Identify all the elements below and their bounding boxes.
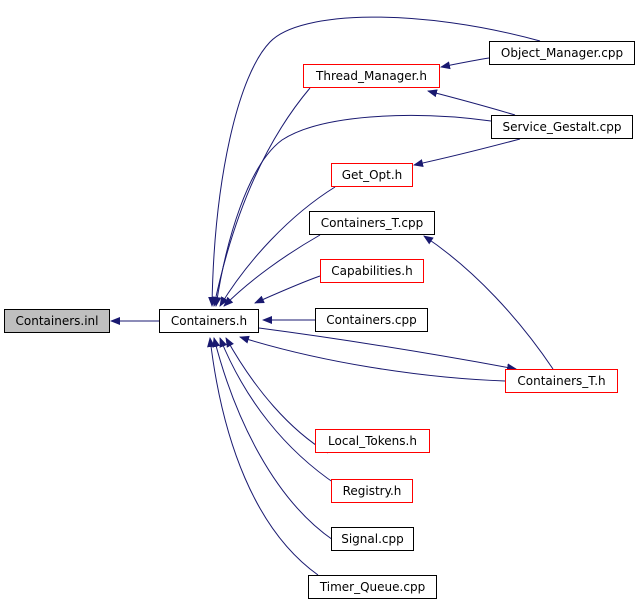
edge-containers-t-cpp-to-containers-h: [223, 234, 321, 307]
node-registry-h[interactable]: Registry.h: [331, 479, 413, 503]
edge-service-gestalt-cpp-to-containers-h: [213, 114, 492, 307]
edge-containers-t-h-to-containers-h: [239, 335, 506, 382]
edge-get-opt-h-to-containers-h: [219, 186, 336, 307]
node-capabilities-h[interactable]: Capabilities.h: [320, 259, 424, 283]
edge-timer-queue-cpp-to-containers-h: [207, 337, 319, 576]
edge-containers-h-to-containers-t-h: [258, 327, 517, 372]
edge-signal-cpp-to-containers-h: [212, 337, 334, 541]
edge-object-manager-cpp-to-thread-manager-h: [440, 57, 490, 70]
node-get-opt-h[interactable]: Get_Opt.h: [331, 163, 413, 187]
node-signal-cpp[interactable]: Signal.cpp: [331, 527, 414, 551]
edge-capabilities-h-to-containers-h: [254, 275, 321, 304]
edge-local-tokens-h-to-containers-h: [225, 337, 329, 454]
edge-service-gestalt-cpp-to-thread-manager-h: [427, 89, 516, 116]
edge-registry-h-to-containers-h: [219, 337, 338, 486]
node-containers-t-h[interactable]: Containers_T.h: [505, 369, 618, 393]
node-containers-cpp[interactable]: Containers.cpp: [315, 308, 428, 332]
edge-containers-t-h-to-containers-t-cpp: [423, 235, 554, 370]
node-containers-inl: Containers.inl: [4, 309, 110, 333]
node-thread-manager-h[interactable]: Thread_Manager.h: [303, 64, 440, 88]
node-service-gestalt-cpp[interactable]: Service_Gestalt.cpp: [491, 115, 633, 139]
node-local-tokens-h[interactable]: Local_Tokens.h: [315, 429, 430, 453]
node-object-manager-cpp[interactable]: Object_Manager.cpp: [489, 41, 635, 65]
edge-object-manager-cpp-to-containers-h: [208, 16, 541, 307]
node-timer-queue-cpp[interactable]: Timer_Queue.cpp: [308, 575, 437, 599]
node-containers-h[interactable]: Containers.h: [159, 309, 259, 333]
node-containers-t-cpp[interactable]: Containers_T.cpp: [309, 211, 435, 235]
edge-service-gestalt-cpp-to-get-opt-h: [413, 138, 521, 167]
